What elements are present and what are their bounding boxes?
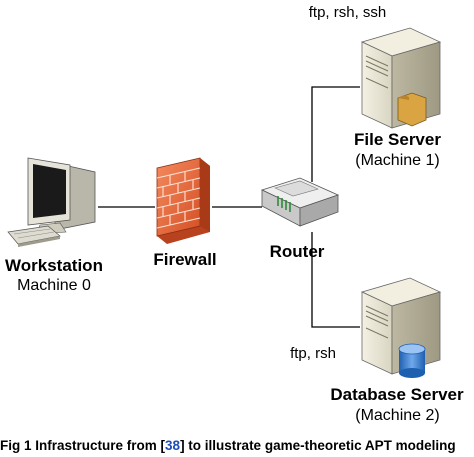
file-server-title: File Server	[354, 130, 441, 149]
workstation-title: Workstation	[5, 256, 103, 275]
caption-prefix: Fig 1 Infrastructure from [	[0, 438, 166, 453]
firewall-title: Firewall	[153, 250, 217, 269]
link-router-database-server	[311, 232, 360, 328]
connections	[98, 86, 360, 328]
caption-suffix: ] to illustrate game-theoretic APT model…	[180, 438, 456, 453]
router-title: Router	[269, 242, 325, 261]
database-server-subtitle: (Machine 2)	[355, 407, 440, 424]
database-server-icon	[360, 277, 442, 378]
file-server-services: ftp, rsh, ssh	[308, 4, 387, 21]
file-server-icon	[360, 27, 442, 129]
figure-caption: Fig 1 Infrastructure from [38] to illust…	[0, 438, 474, 454]
link-router-file-server	[311, 86, 360, 182]
firewall-brick-wall-icon	[156, 157, 210, 244]
workstation-subtitle: Machine 0	[17, 277, 91, 294]
router-icon	[260, 177, 340, 227]
caption-reference-link[interactable]: 38	[165, 438, 181, 453]
database-server-title: Database Server	[330, 385, 464, 404]
file-server-subtitle: (Machine 1)	[355, 152, 440, 169]
workstation-computer-icon	[7, 157, 96, 247]
database-server-services: ftp, rsh	[290, 345, 336, 362]
